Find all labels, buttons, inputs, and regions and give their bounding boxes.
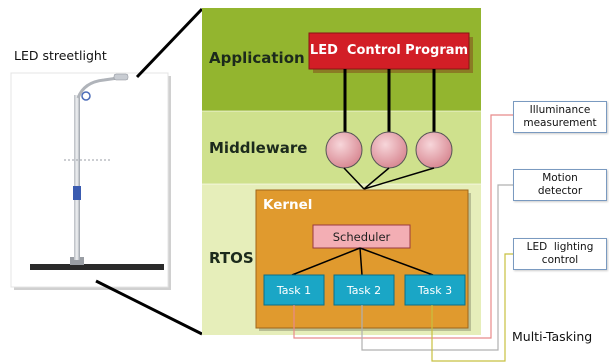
photo-frame <box>10 72 169 288</box>
rtos-layer-label: RTOS <box>209 249 254 267</box>
task2-to-motion-line <box>361 184 513 351</box>
task-2-label: Task 2 <box>346 284 382 297</box>
pole-band <box>73 186 81 200</box>
sched-to-task2-line <box>359 247 363 276</box>
middleware-circle-3 <box>415 131 453 169</box>
middleware-circle-1 <box>325 131 363 169</box>
scheduler-label: Scheduler <box>332 230 391 244</box>
zoom-line-bottom <box>95 279 203 336</box>
sched-to-task1-line <box>291 247 361 276</box>
illuminance-measurement-box: Illuminance measurement <box>513 101 607 133</box>
streetlight-label: LED streetlight <box>14 48 107 63</box>
motion-line2: detector <box>537 185 583 197</box>
task1-to-illuminance-line <box>293 114 513 339</box>
kernel-label: Kernel <box>263 197 313 213</box>
task-1-label: Task 1 <box>276 284 312 297</box>
middleware-circle-2 <box>370 131 408 169</box>
sched-to-task3-line <box>359 247 434 276</box>
mw-to-kernel-line-1 <box>343 167 365 190</box>
middleware-layer-label: Middleware <box>209 139 308 157</box>
zoom-line-top <box>135 7 204 79</box>
motion-line1: Motion <box>542 172 578 184</box>
led-lighting-control-box: LED lighting control <box>513 238 607 270</box>
task-box-2 <box>333 274 395 306</box>
application-layer-label: Application <box>209 49 305 67</box>
task3-to-led-control-line <box>431 253 513 362</box>
pole <box>74 95 80 260</box>
illuminance-line1: Illuminance <box>529 104 591 116</box>
task-box-3 <box>404 274 466 306</box>
pole-arm <box>76 76 119 99</box>
led-control-program-label: LED Control Program <box>309 43 469 58</box>
led-control-program-box <box>308 32 470 70</box>
mw-to-kernel-line-2 <box>363 167 390 190</box>
multi-tasking-label: Multi-Tasking <box>512 329 593 344</box>
mw-to-kernel-line-3 <box>363 167 435 190</box>
led-lighting-line2: control <box>541 254 579 266</box>
pole-emblem <box>81 91 91 101</box>
ground-strip <box>30 264 164 270</box>
task-3-label: Task 3 <box>417 284 453 297</box>
task-box-1 <box>263 274 325 306</box>
motion-detector-box: Motion detector <box>513 169 607 201</box>
lamp-head <box>113 73 129 81</box>
led-lighting-line1: LED lighting <box>526 241 594 253</box>
pole-base <box>70 257 84 265</box>
illuminance-line2: measurement <box>523 117 597 129</box>
streetlight-photo <box>10 72 171 290</box>
